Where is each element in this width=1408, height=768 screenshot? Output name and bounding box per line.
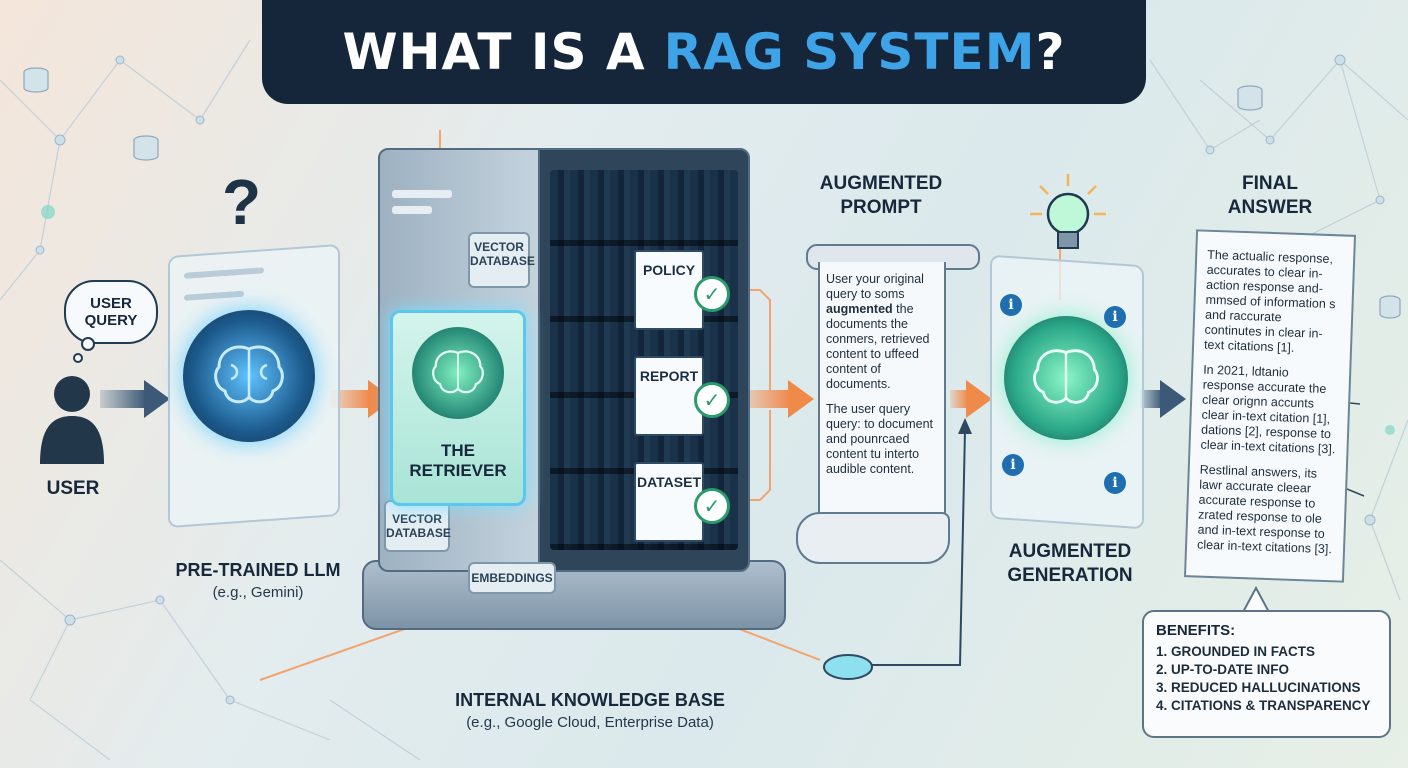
arrow-user-to-llm xyxy=(100,380,170,418)
arrow-generation-to-answer xyxy=(1140,380,1186,418)
benefit-item: 1. GROUNDED IN FACTS xyxy=(1156,644,1316,659)
vector-db-bottom-line-2: DATABASE xyxy=(386,526,451,540)
answer-feedback-line xyxy=(870,429,966,666)
check-icon: ✓ xyxy=(694,276,730,312)
augmented-prompt-label: AUGMENTED PROMPT xyxy=(796,172,966,220)
info-icon: i xyxy=(1002,454,1024,476)
llm-label: PRE-TRAINED LLM xyxy=(175,560,341,580)
check-icon: ✓ xyxy=(694,488,730,524)
generation-line-2: GENERATION xyxy=(1007,565,1133,586)
user-query-bubble: USER QUERY xyxy=(64,280,158,344)
llm-sub: (e.g., Gemini) xyxy=(212,584,304,601)
title-accent: RAG SYSTEM xyxy=(663,23,1036,81)
augmented-prompt-line-2: PROMPT xyxy=(840,197,922,218)
bubble-line-2: QUERY xyxy=(84,312,138,329)
augmented-prompt-scroll: User your original query to soms augment… xyxy=(818,262,946,520)
database-icon xyxy=(23,67,1401,319)
doc-report-label: REPORT xyxy=(639,368,699,384)
arrow-db-to-prompt xyxy=(740,380,814,418)
title-prefix: WHAT IS A xyxy=(342,23,646,81)
benefit-item: 4. CITATIONS & TRANSPARENCY xyxy=(1156,698,1371,713)
doc-policy-label: POLICY xyxy=(642,262,696,278)
page-title: WHAT IS A RAG SYSTEM? xyxy=(262,0,1146,104)
generation-line-1: AUGMENTED xyxy=(1008,541,1132,562)
final-answer-line-1: FINAL xyxy=(1242,173,1298,194)
scroll-bottom-roll xyxy=(796,512,950,564)
prompt-para1-bold: augmented xyxy=(826,302,893,316)
prompt-paragraph-1: User your original query to soms augment… xyxy=(826,272,938,392)
final-answer-para-1: The actualic response, accurates to clea… xyxy=(1203,247,1336,355)
bubble-tail xyxy=(73,337,95,363)
retriever-label: THE RETRIEVER xyxy=(409,441,507,480)
benefits-box: BENEFITS: 1. GROUNDED IN FACTS 2. UP-TO-… xyxy=(1142,610,1391,738)
vector-db-top-line-2: DATABASE xyxy=(470,254,535,268)
doc-dataset[interactable]: DATASET xyxy=(634,462,704,542)
benefit-item: 2. UP-TO-DATE INFO xyxy=(1156,662,1290,677)
generation-label: AUGMENTED GENERATION xyxy=(990,540,1150,588)
info-icon: i xyxy=(1104,306,1126,328)
vector-db-bottom-line-1: VECTOR xyxy=(392,512,442,526)
benefit-item: 3. REDUCED HALLUCINATIONS xyxy=(1156,680,1361,695)
final-answer-para-2: In 2021, ldtanio response accurate the c… xyxy=(1200,362,1336,457)
vector-db-bottom: VECTOR DATABASE xyxy=(384,500,451,552)
user-icon xyxy=(40,376,104,464)
generation-brain-orb xyxy=(1004,316,1128,440)
vector-db-top: VECTOR DATABASE xyxy=(468,232,535,288)
prompt-para1-end: the documents the conmers, retrieved con… xyxy=(826,302,930,391)
final-answer-line-2: ANSWER xyxy=(1227,197,1313,218)
brain-icon xyxy=(1033,349,1099,404)
bubble-line-1: USER xyxy=(90,295,132,312)
connector-node xyxy=(823,654,873,680)
augmented-prompt-line-1: AUGMENTED xyxy=(819,173,943,194)
final-answer-label: FINAL ANSWER xyxy=(1200,172,1340,220)
prompt-paragraph-2: The user query query: to document and po… xyxy=(826,402,934,476)
arrow-prompt-to-generation xyxy=(950,380,992,418)
final-answer-card: The actualic response, accurates to clea… xyxy=(1183,229,1357,583)
info-icon: i xyxy=(1104,472,1126,494)
knowledge-base-label: INTERNAL KNOWLEDGE BASE xyxy=(455,690,725,710)
check-icon: ✓ xyxy=(694,382,730,418)
llm-brain-orb xyxy=(183,310,315,442)
title-suffix: ? xyxy=(1035,23,1066,81)
brain-icon xyxy=(432,350,484,394)
embeddings-tag: EMBEDDINGS xyxy=(468,562,556,594)
doc-policy[interactable]: POLICY xyxy=(634,250,704,330)
knowledge-base-sub: (e.g., Google Cloud, Enterprise Data) xyxy=(466,714,714,731)
lightbulb-icon xyxy=(1030,174,1106,249)
doc-dataset-label: DATASET xyxy=(636,474,702,490)
user-label: USER xyxy=(46,478,100,499)
retriever-orb xyxy=(412,327,504,419)
retriever-card[interactable]: THE RETRIEVER xyxy=(390,310,526,506)
brain-icon xyxy=(214,345,284,404)
question-mark-icon: ? xyxy=(222,166,262,238)
prompt-para1-start: User your original query to soms xyxy=(826,272,924,301)
info-icon: i xyxy=(1000,294,1022,316)
final-answer-para-3: Restlinal answers, its lawr accurate cle… xyxy=(1196,462,1333,557)
benefits-title: BENEFITS: xyxy=(1156,622,1236,639)
doc-report[interactable]: REPORT xyxy=(634,356,704,436)
vector-db-top-line-1: VECTOR xyxy=(474,240,524,254)
